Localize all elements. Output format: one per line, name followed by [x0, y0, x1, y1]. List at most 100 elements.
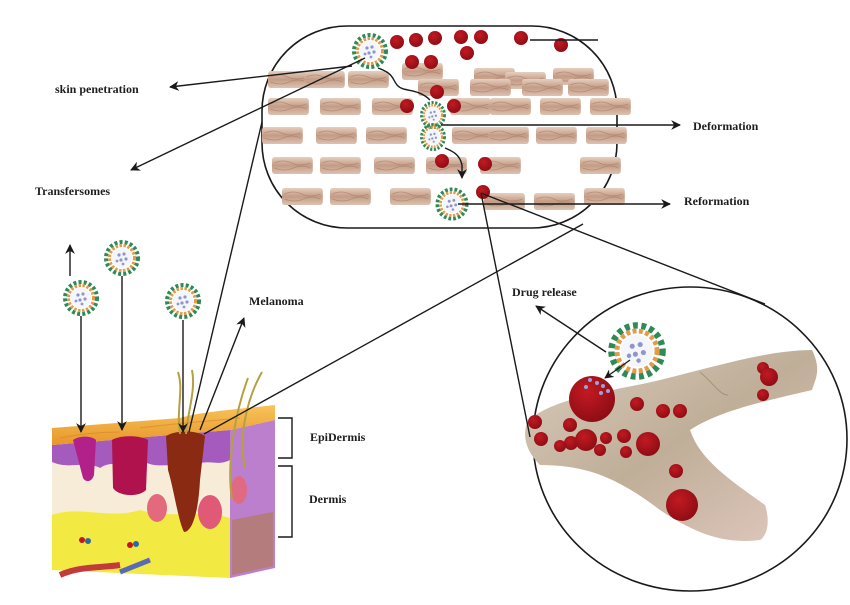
- tumor-cell: [620, 446, 632, 458]
- corneocyte-cell: [329, 187, 372, 206]
- corneocyte-cell: [373, 156, 416, 175]
- tumor-cell: [476, 185, 490, 199]
- tumor-cell: [447, 99, 461, 113]
- hair: [229, 377, 249, 501]
- melanoma-lesion-invasive: [166, 431, 205, 532]
- sweat-gland: [147, 494, 167, 522]
- corneocyte-cell: [451, 126, 494, 145]
- arrow-transfersomes: [130, 57, 366, 171]
- connector-lines: [65, 39, 766, 538]
- skin-cross-section: [52, 369, 275, 578]
- tumor-cell: [409, 33, 423, 47]
- blood-vessel-panel: [525, 286, 848, 592]
- corneocyte-cell: [303, 70, 346, 89]
- corneocyte-cell: [319, 156, 362, 175]
- corneocyte-cell: [347, 70, 390, 89]
- transfersome-entering-icon: [351, 32, 389, 70]
- tumor-cells-vessel: [528, 362, 778, 521]
- corneocyte-cell: [315, 126, 358, 145]
- corneocyte-cell: [489, 97, 532, 116]
- label-drug-release: Drug release: [512, 285, 577, 299]
- tumor-cell: [563, 418, 577, 432]
- tumor-cells-top: [390, 30, 568, 199]
- drug-transfer-arrow: [604, 359, 631, 379]
- tumor-cell: [656, 404, 670, 418]
- corneocyte-cell: [589, 97, 632, 116]
- label-dermis: Dermis: [309, 492, 347, 506]
- penetration-path: [377, 67, 431, 101]
- label-skin-penetration: skin penetration: [55, 82, 139, 96]
- corneocyte-cell: [487, 126, 530, 145]
- tumor-cell: [564, 436, 578, 450]
- corneocyte-cell: [535, 126, 578, 145]
- tumor-cell: [428, 31, 442, 45]
- tumor-cell: [600, 432, 612, 444]
- corneocyte-cell: [261, 126, 304, 145]
- zoom-line-right: [203, 223, 584, 435]
- hair: [177, 371, 182, 435]
- corneocyte-cell: [267, 97, 310, 116]
- tumor-cell: [760, 368, 778, 386]
- sweat-gland: [198, 495, 222, 529]
- tumor-cell-receiving-drug: [569, 376, 615, 422]
- corneocyte-cell: [281, 187, 324, 206]
- corneocyte-cell: [567, 78, 610, 97]
- tumor-cell: [594, 444, 606, 456]
- tumor-cell: [514, 31, 528, 45]
- corneocyte-cell: [319, 97, 362, 116]
- tumor-cell: [554, 440, 566, 452]
- zoom-line-vessel-right: [480, 192, 766, 305]
- tumor-cell: [435, 154, 449, 168]
- arrow-melanoma: [199, 317, 246, 431]
- corneocyte-cell: [389, 187, 432, 206]
- epidermis-bracket: [278, 417, 293, 459]
- transfersome-icon: [103, 239, 141, 277]
- dermis-bracket: [278, 465, 293, 538]
- tumor-cell: [400, 99, 414, 113]
- label-epidermis: EpiDermis: [310, 430, 366, 444]
- transfersome-icon: [62, 279, 100, 317]
- penetration-path-arrow: [444, 147, 467, 179]
- hair: [241, 371, 263, 469]
- corneocyte-cell: [585, 126, 628, 145]
- transfersome-releasing-icon: [610, 324, 664, 378]
- label-melanoma: Melanoma: [249, 294, 304, 308]
- tumor-cell: [575, 429, 597, 451]
- zoom-line-left: [188, 121, 263, 433]
- corneocyte-cell: [365, 126, 408, 145]
- tumor-cell: [528, 415, 542, 429]
- label-reformation: Reformation: [684, 194, 750, 208]
- zoom-line-vessel-left: [480, 192, 531, 438]
- corneocyte-cell: [583, 187, 626, 206]
- tumor-cell: [757, 389, 769, 401]
- corneocyte-cell: [579, 156, 622, 175]
- tumor-cell: [617, 429, 631, 443]
- tumor-cell: [478, 157, 492, 171]
- arrow-drug-release: [535, 305, 607, 353]
- corneocyte-cell: [469, 78, 512, 97]
- transfersome-icon: [164, 282, 202, 320]
- sweat-gland: [231, 476, 247, 504]
- tumor-cell: [669, 464, 683, 478]
- tumor-cell: [534, 432, 548, 446]
- tumor-cell: [405, 55, 419, 69]
- tumor-cell: [673, 404, 687, 418]
- corneocyte-cell: [539, 97, 582, 116]
- melanoma-lesion-medium: [112, 436, 148, 496]
- tumor-cell: [474, 30, 488, 44]
- tumor-cell: [390, 35, 404, 49]
- tumor-cell: [666, 489, 698, 521]
- stratum-corneum-panel: [261, 25, 632, 229]
- tumor-cell: [554, 38, 568, 52]
- tumor-cell: [454, 30, 468, 44]
- corneocyte-cell: [533, 192, 576, 211]
- arrow-skin-penetration: [169, 65, 353, 91]
- tumor-cell: [460, 46, 474, 60]
- tumor-cell: [424, 55, 438, 69]
- label-deformation: Deformation: [693, 119, 759, 133]
- tumor-cell: [430, 85, 444, 99]
- melanoma-lesion-small: [73, 436, 96, 482]
- corneocyte-cell: [271, 156, 314, 175]
- corneocyte-cell: [521, 78, 564, 97]
